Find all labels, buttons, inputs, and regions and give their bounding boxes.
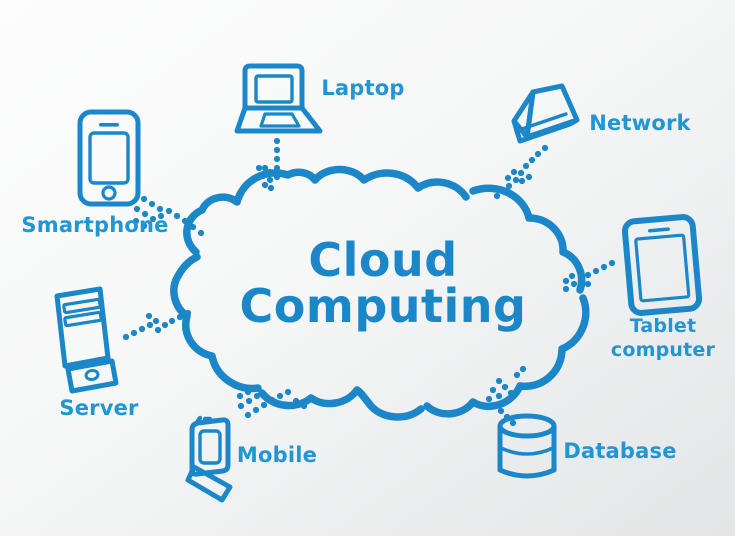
server-icon[interactable] <box>54 286 119 394</box>
smartphone-label: Smartphone <box>21 213 168 237</box>
database-label: Database <box>563 439 676 463</box>
tablet-icon[interactable] <box>621 214 703 316</box>
smartphone-icon[interactable] <box>77 109 141 207</box>
server-label: Server <box>59 396 139 420</box>
mobile-phone-icon[interactable] <box>185 415 233 503</box>
database-icon[interactable] <box>497 413 557 479</box>
tablet-label-line-1: Tablet <box>630 315 697 337</box>
tablet-label-line-2: computer <box>611 339 716 361</box>
cloud-title-line-2: Computing <box>240 279 527 333</box>
laptop-label: Laptop <box>321 76 404 100</box>
cloud-title-line-1: Cloud <box>308 233 457 287</box>
network-icon[interactable] <box>511 83 580 144</box>
mobile-label: Mobile <box>237 443 317 467</box>
laptop-icon[interactable] <box>234 63 323 134</box>
cloud-shape <box>170 165 590 421</box>
network-label: Network <box>589 111 691 135</box>
